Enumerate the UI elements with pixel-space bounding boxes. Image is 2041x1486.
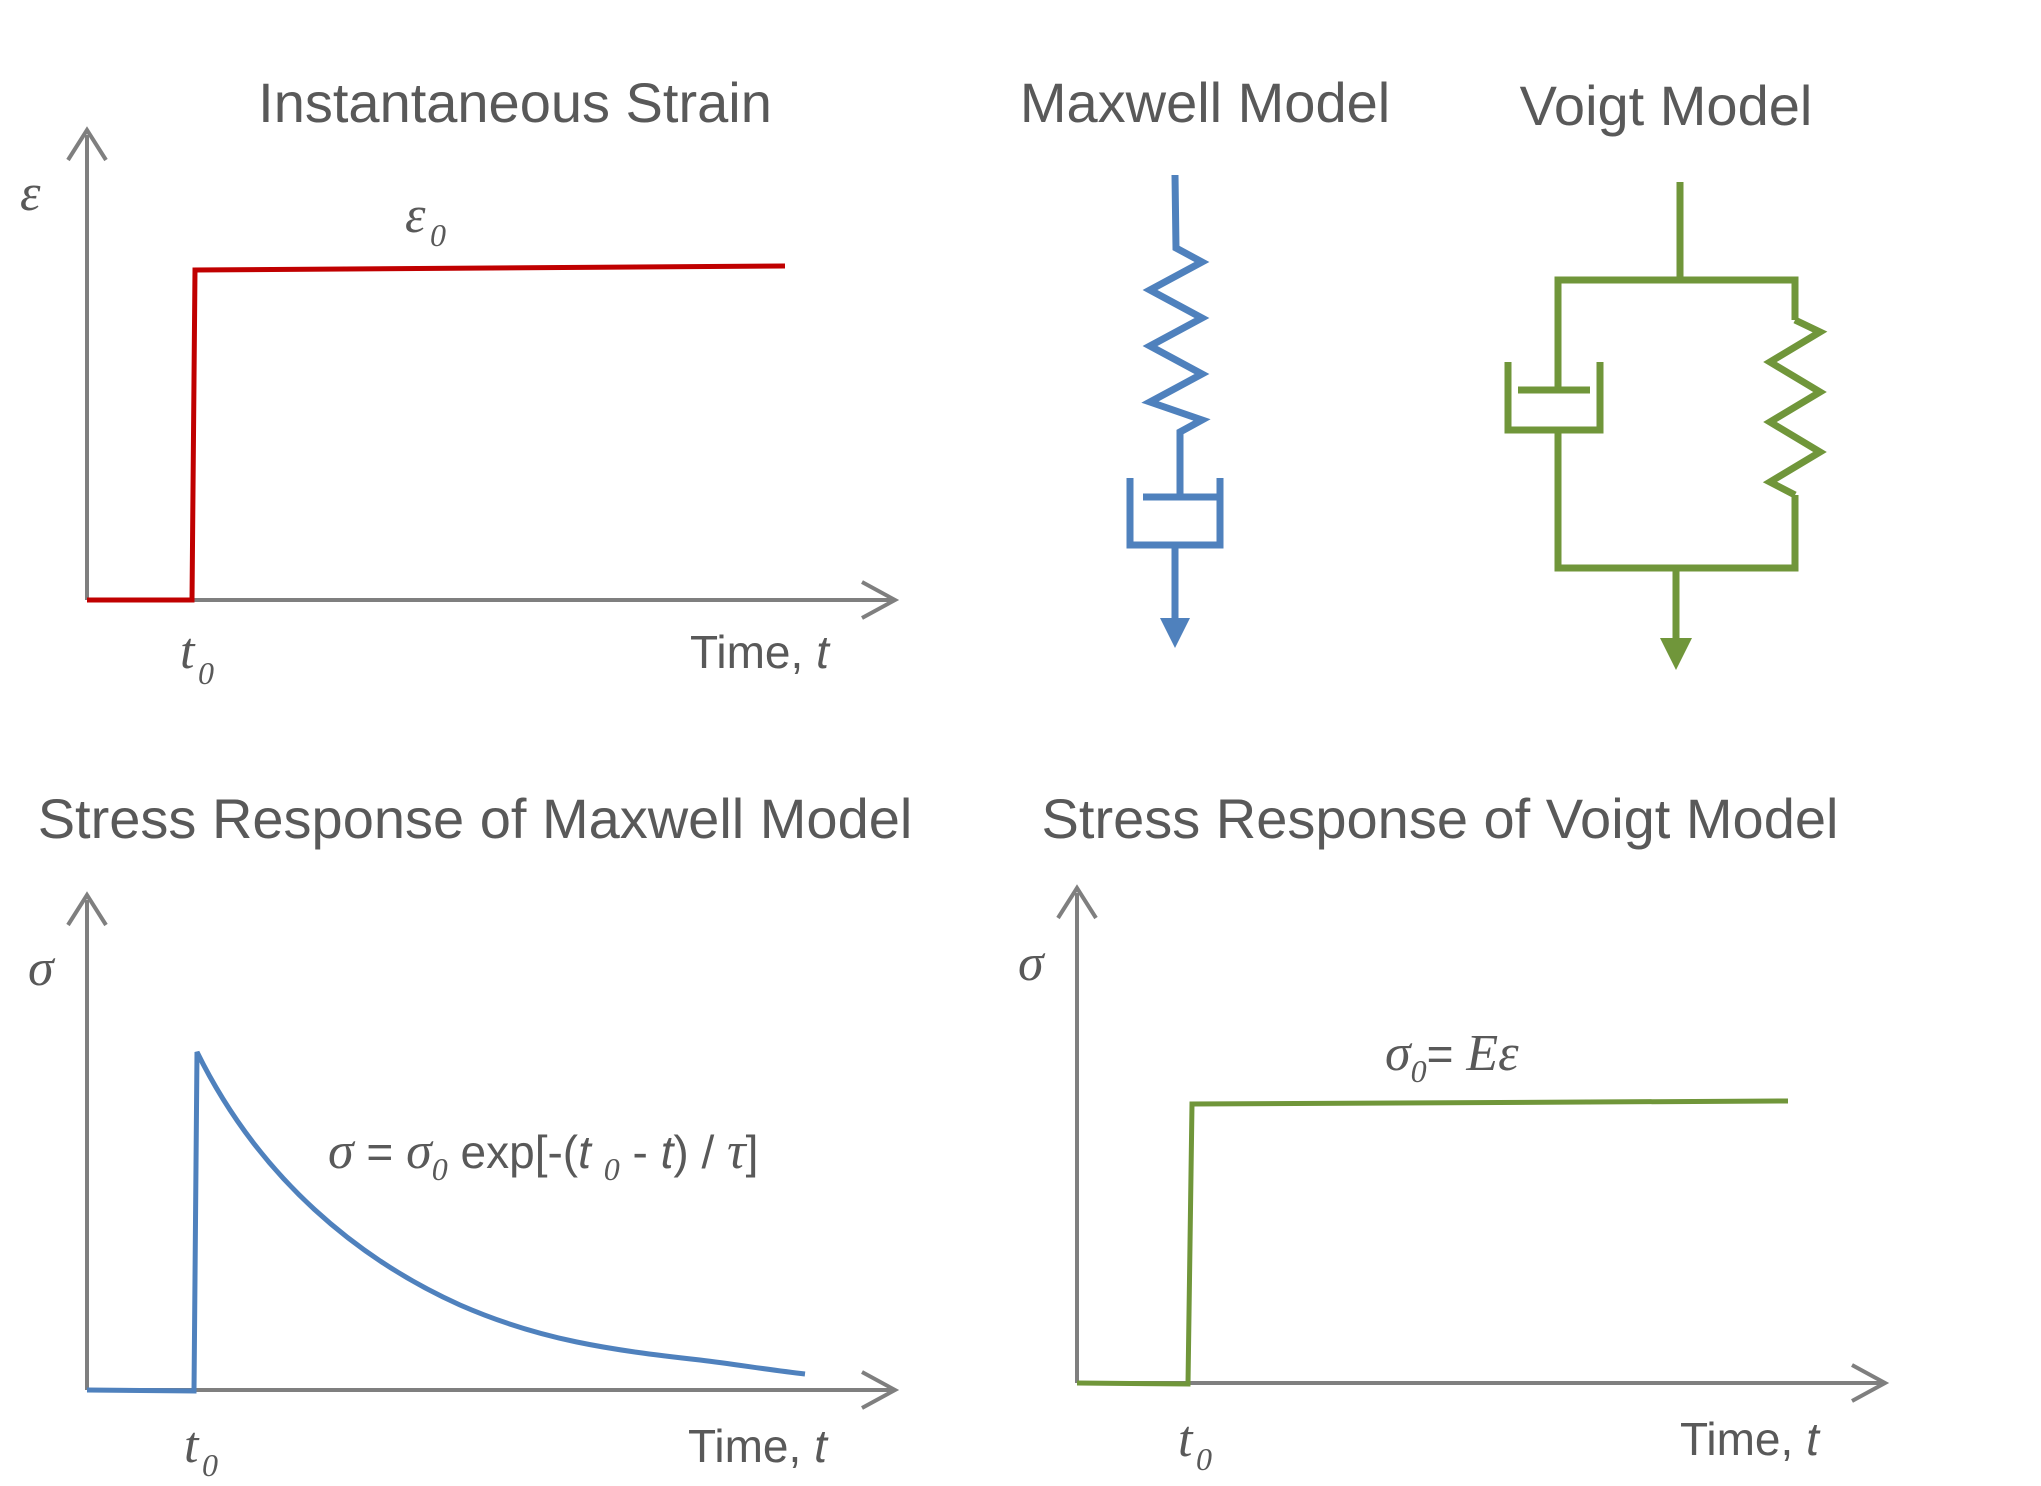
voigt-model-title: Voigt Model	[1520, 74, 1813, 137]
voigt-frame	[1554, 182, 1799, 640]
strain-level-symbol: ε	[405, 187, 426, 244]
strain-x-arrow	[861, 580, 900, 620]
strain-t0: t	[180, 623, 196, 680]
strain-y-symbol: ε	[20, 165, 41, 222]
strain-level-sub: 0	[430, 217, 446, 253]
maxwell-stress-t0: t	[184, 1417, 200, 1474]
voigt-spring	[1762, 316, 1828, 499]
voigt-model-panel: Voigt Model	[1504, 74, 1828, 670]
maxwell-stress-title: Stress Response of Maxwell Model	[38, 787, 913, 850]
maxwell-model-title: Maxwell Model	[1020, 71, 1390, 134]
maxwell-stress-y-arrow	[66, 891, 108, 927]
voigt-stress-x-arrow	[1851, 1363, 1890, 1403]
maxwell-stress-curve	[86, 1050, 806, 1394]
maxwell-force-arrow	[1160, 618, 1190, 648]
strain-title: Instantaneous Strain	[258, 71, 772, 134]
voigt-stress-t0-sub: 0	[1196, 1441, 1212, 1477]
strain-y-arrow	[66, 126, 108, 162]
maxwell-stress-y-symbol: σ	[28, 940, 56, 997]
voigt-stress-panel: Stress Response of Voigt Model σ σ0= Eε …	[1018, 787, 1890, 1477]
voigt-stress-equation: σ0= Eε	[1385, 1025, 1519, 1089]
maxwell-dashpot	[1126, 478, 1224, 620]
maxwell-spring	[1141, 174, 1211, 497]
voigt-stress-t0: t	[1178, 1411, 1194, 1468]
voigt-dashpot	[1504, 360, 1604, 434]
voigt-stress-curve	[1076, 1098, 1789, 1387]
strain-x-label: Time, t	[690, 626, 831, 678]
voigt-stress-title: Stress Response of Voigt Model	[1042, 787, 1839, 850]
voigt-stress-x-label: Time, t	[1680, 1413, 1821, 1465]
strain-curve	[87, 263, 786, 603]
voigt-stress-y-symbol: σ	[1018, 935, 1046, 992]
maxwell-stress-equation: σ = σ0 exp[-(t 0 - t) / τ]	[328, 1123, 758, 1187]
voigt-stress-y-arrow	[1056, 884, 1098, 920]
voigt-force-arrow	[1660, 638, 1692, 670]
strain-t0-sub: 0	[198, 655, 214, 691]
maxwell-stress-panel: Stress Response of Maxwell Model σ σ = σ…	[28, 787, 912, 1483]
maxwell-stress-t0-sub: 0	[202, 1447, 218, 1483]
maxwell-model-panel: Maxwell Model	[1020, 71, 1390, 648]
maxwell-stress-x-arrow	[861, 1370, 900, 1410]
maxwell-stress-x-label: Time, t	[688, 1420, 829, 1472]
strain-panel: Instantaneous Strain ε ε 0 t 0 Time, t	[20, 71, 900, 691]
